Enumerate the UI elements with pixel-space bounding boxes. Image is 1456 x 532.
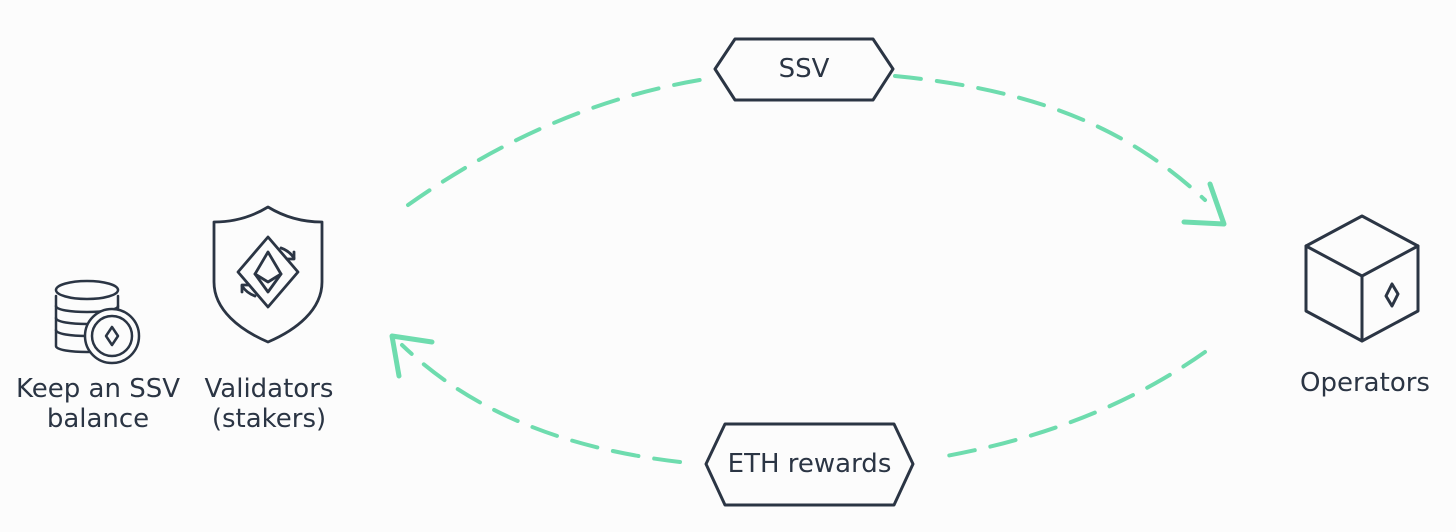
arrowhead-right-icon	[1181, 181, 1227, 227]
validators-caption-line1: Validators	[204, 374, 334, 404]
validators-caption: Validators (stakers)	[193, 374, 345, 434]
eth-rewards-label-box	[704, 422, 915, 507]
eth-rewards-flow-arc-left	[400, 343, 682, 464]
validators-caption-line2: (stakers)	[211, 404, 327, 434]
shield-ethereum-icon	[212, 205, 324, 344]
ssv-label-box	[713, 37, 895, 102]
ssv-flow-arc	[406, 76, 714, 207]
ssv-flow-arc-right	[893, 74, 1207, 202]
arrowhead-left-icon	[389, 333, 435, 379]
eth-rewards-label: ETH rewards	[727, 449, 892, 479]
eth-rewards-flow-arc	[933, 350, 1207, 460]
operators-caption: Operators	[1300, 368, 1430, 398]
coin-stack-icon	[54, 279, 141, 365]
balance-caption-line2: balance	[46, 404, 150, 434]
balance-caption: Keep an SSV balance	[8, 374, 188, 434]
balance-caption-line1: Keep an SSV	[16, 374, 180, 404]
cube-icon	[1304, 214, 1420, 343]
ssv-label: SSV	[778, 54, 830, 84]
